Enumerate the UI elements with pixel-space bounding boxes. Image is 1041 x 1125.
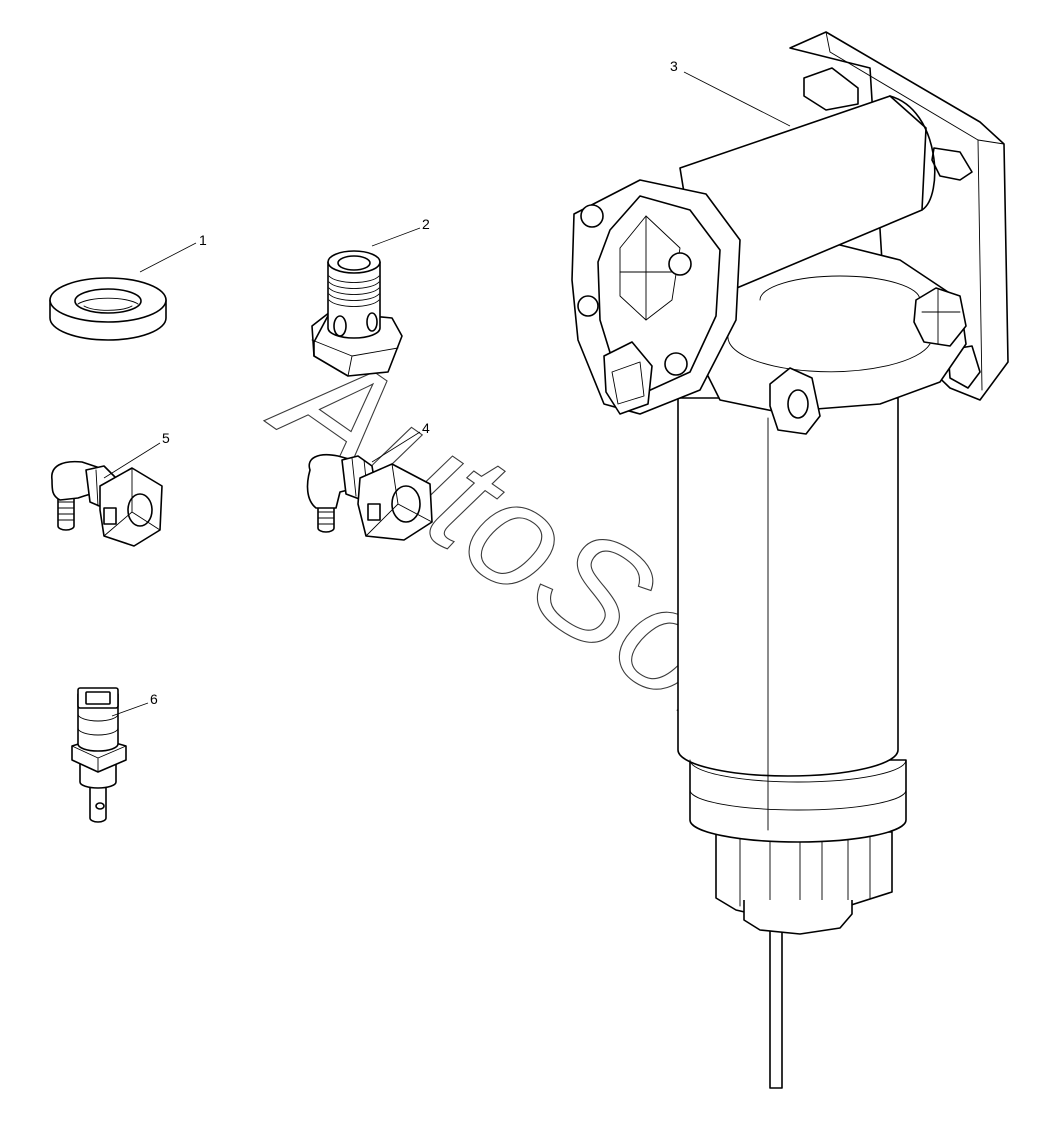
part-6-temperature-sensor-icon[interactable] — [71, 687, 127, 823]
leader-6 — [111, 702, 149, 717]
callout-3: 3 — [670, 58, 678, 74]
leader-4 — [371, 431, 421, 463]
leader-3 — [683, 71, 791, 127]
callout-2: 2 — [422, 216, 430, 232]
part-1-sealing-washer-icon[interactable] — [49, 277, 167, 341]
part-4-elbow-quick-connector-icon[interactable] — [306, 454, 433, 541]
leader-1 — [139, 242, 197, 273]
callout-5: 5 — [162, 430, 170, 446]
leader-2 — [371, 227, 421, 247]
part-3-fuel-filter-assembly-icon[interactable] — [571, 31, 1009, 1089]
callout-6: 6 — [150, 691, 158, 707]
part-2-banjo-bolt-icon[interactable] — [311, 250, 403, 377]
callout-1: 1 — [199, 232, 207, 248]
part-5-elbow-quick-connector-small-icon[interactable] — [51, 460, 163, 547]
callout-4: 4 — [422, 420, 430, 436]
leader-5 — [103, 442, 161, 479]
